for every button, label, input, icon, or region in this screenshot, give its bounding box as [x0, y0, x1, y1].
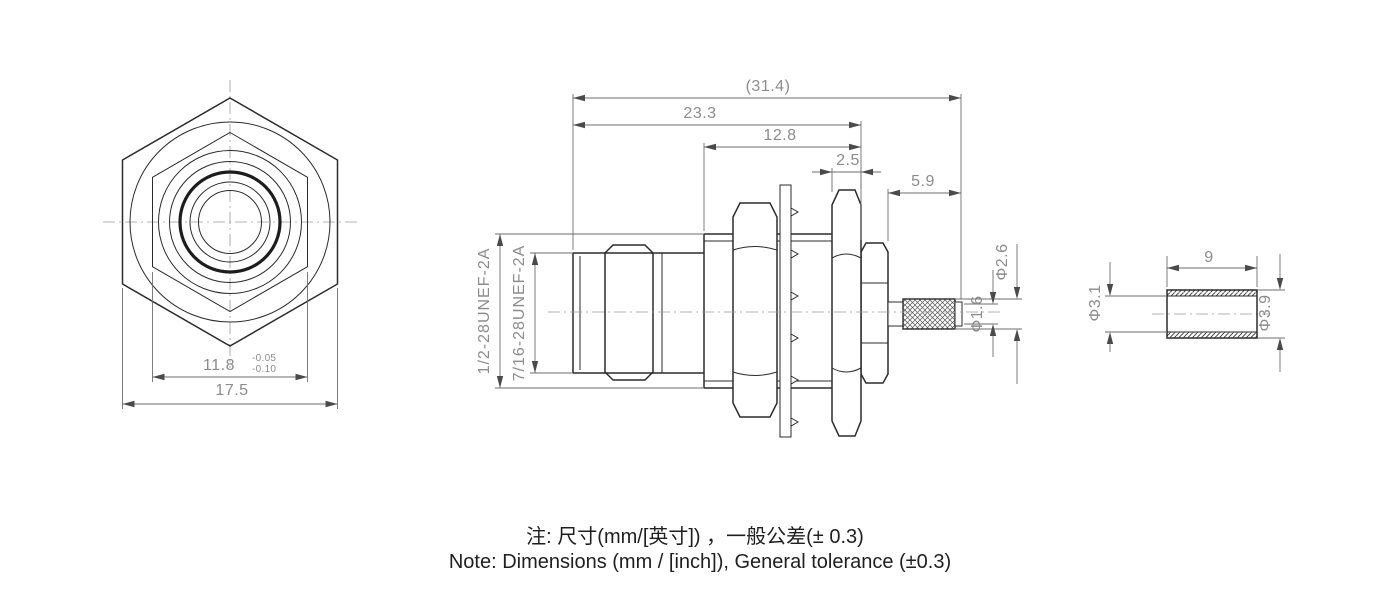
dim-value-17-5: 17.5 [215, 382, 248, 399]
dim-body-length: 23.3 [573, 105, 862, 189]
mount-thread-label: 1/2-28UNEF-2A [476, 248, 493, 375]
lock-washer [779, 184, 800, 438]
dim-value-dia-3-9: Φ3.9 [1257, 294, 1274, 331]
dim-value-31-4: (31.4) [746, 78, 791, 95]
ferrule-top-wall [1167, 290, 1257, 296]
dim-ferrule-outer-diameter: Φ3.9 [1257, 254, 1285, 372]
dim-value-9: 9 [1204, 249, 1213, 266]
interface-thread-label: 7/16-28UNEF-2A [511, 245, 528, 382]
dim-overall-length: (31.4) [572, 78, 962, 299]
dim-value-12-8: 12.8 [763, 127, 796, 144]
knurl-section [902, 298, 956, 330]
dim-value-5-9: 5.9 [911, 173, 935, 190]
ferrule-bottom-wall [1167, 332, 1257, 338]
circle-heavy-ring [178, 170, 282, 274]
circle-2 [158, 150, 302, 294]
dim-interface-thread: 7/16-28UNEF-2A [511, 245, 573, 382]
tolerance-lower: -0.10 [252, 364, 276, 375]
dim-across-flats-outer: 17.5 [122, 288, 338, 409]
body-flange [831, 189, 862, 437]
tolerance-upper: -0.05 [252, 353, 276, 364]
rear-hex [860, 242, 889, 384]
dim-thread-section-length: 12.8 [703, 127, 861, 231]
dim-flange-thickness: 2.5 [812, 152, 881, 240]
dim-value-2-5: 2.5 [836, 152, 860, 169]
inner-hexagon [152, 131, 308, 313]
barrel-tip [954, 301, 963, 327]
circle-5 [189, 181, 271, 263]
dim-mount-thread: 1/2-28UNEF-2A [476, 233, 704, 389]
dim-ferrule-length: 9 [1166, 249, 1258, 287]
interface-thread-section [572, 244, 704, 381]
circle-bore [198, 190, 262, 254]
dim-value-dia-3-1: Φ3.1 [1087, 284, 1104, 321]
dim-value-dia-2-6: Φ2.6 [994, 243, 1011, 280]
dim-ferrule-inner-diameter: Φ3.1 [1087, 262, 1167, 352]
circle-outer [129, 121, 331, 323]
notes: 注: 尺寸(mm/[英寸]) ，一般公差(± 0.3) Note: Dimens… [449, 525, 951, 573]
circle-3 [169, 161, 291, 283]
ferrule-outline [1166, 289, 1258, 339]
note-line-english: Note: Dimensions (mm / [inch]), General … [449, 551, 951, 573]
dim-value-23-3: 23.3 [683, 105, 716, 122]
crimp-barrel [887, 298, 963, 330]
note-line-chinese: 注: 尺寸(mm/[英寸]) ，一般公差(± 0.3) [526, 525, 864, 548]
dim-value-11-8: 11.8 [203, 357, 235, 374]
dim-pin-hole-diameter: Φ1.6 [964, 270, 998, 357]
front-view: 11.8 -0.05 -0.10 17.5 [103, 80, 357, 409]
outer-hexagon [121, 97, 339, 347]
dim-value-dia-1-6: Φ1.6 [969, 295, 986, 332]
dim-across-flats-inner: 11.8 -0.05 -0.10 [152, 272, 308, 382]
ferrule-bore-lines [1167, 295, 1257, 333]
side-view: (31.4) 23.3 12.8 2.5 [476, 78, 1022, 438]
dim-barrel-diameter: Φ2.6 [955, 243, 1022, 384]
hex-nut [732, 202, 778, 418]
dim-rear-barrel-length: 5.9 [887, 173, 961, 241]
ferrule-view: 9 Φ3.1 Φ3.9 [1087, 249, 1285, 372]
